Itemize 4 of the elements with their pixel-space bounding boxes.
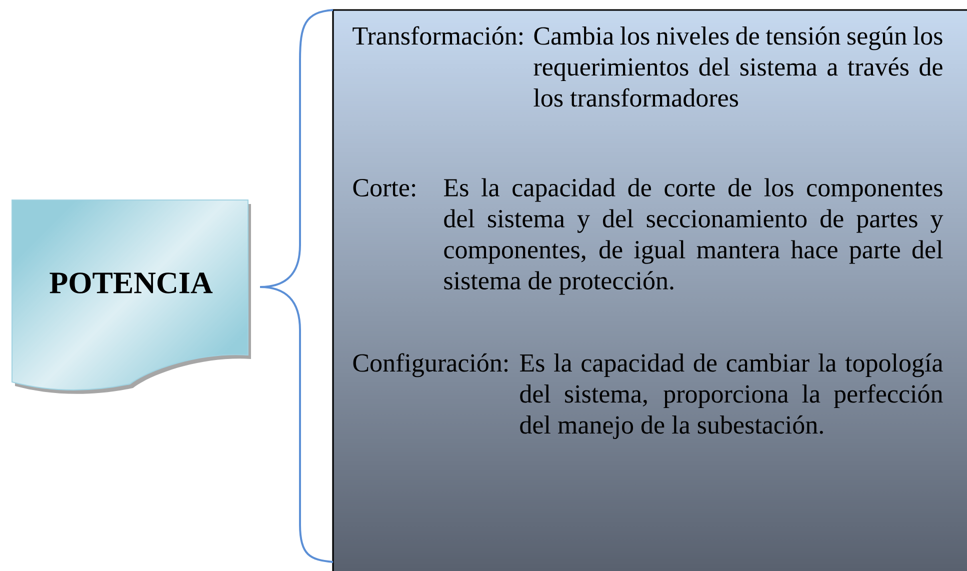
definition-text: Corte: Es la capacidad de corte de los componentes del sistema y del seccionamiento de partes y componentes, de igual mantera hace parte del sistema de protección. xyxy=(353,178,944,295)
definition-text: Configuración: Es la capacidad de cambiar la topología del sistema, proporciona la perfección del manejo de la subestación. xyxy=(353,353,943,440)
definition-text: Transformación: Cambia los niveles de tensión según los requerimientos del sistema a través de los transformadores xyxy=(352,26,942,107)
text-panel xyxy=(332,9,967,571)
